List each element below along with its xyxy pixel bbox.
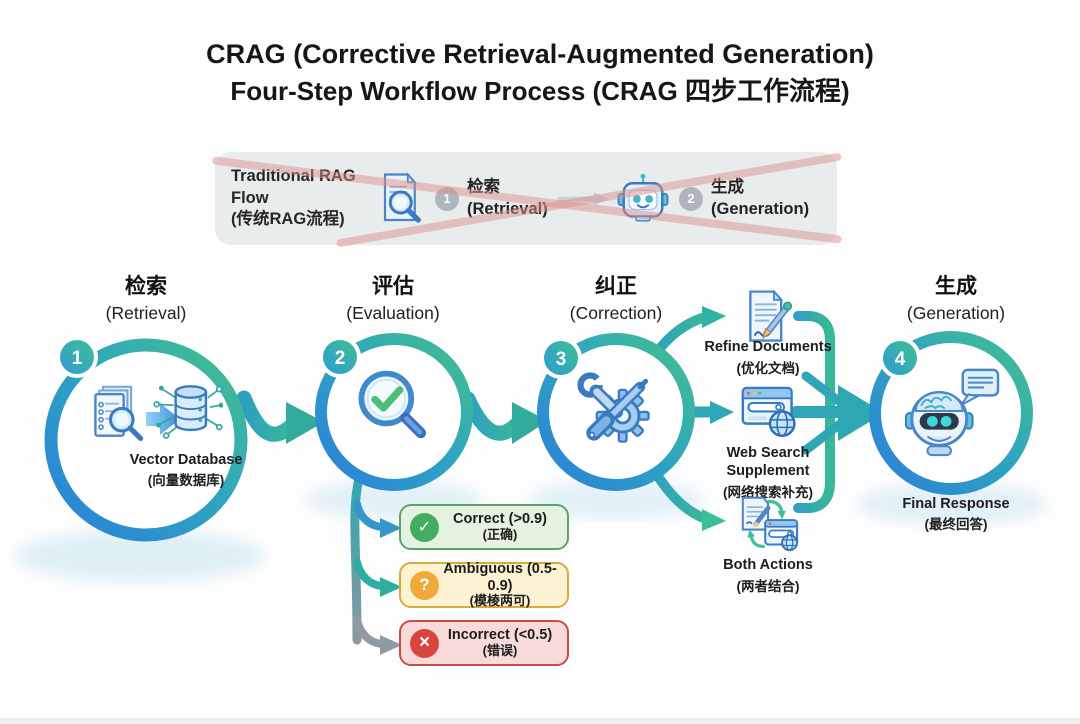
question-circle-icon: ? <box>410 570 439 600</box>
documents-magnifier-icon <box>94 385 144 442</box>
refine-documents-en: Refine Documents <box>704 339 832 355</box>
web-search-en: Web Search Supplement <box>726 445 810 480</box>
both-actions-label: Both Actions (两者结合) <box>708 556 828 595</box>
step1-title-zh: 检索 <box>125 275 167 298</box>
step1-badge: 1 <box>56 336 98 378</box>
page-title: CRAG (Corrective Retrieval-Augmented Gen… <box>0 36 1080 110</box>
outcome-ambiguous-zh: (模棱两可) <box>469 593 531 609</box>
vector-database-caption: Vector Database (向量数据库) <box>130 452 243 489</box>
web-search-icon <box>741 386 796 438</box>
evaluation-magnifier-check-icon <box>358 370 427 439</box>
convergence-lines <box>790 311 884 513</box>
svg-text:2: 2 <box>335 348 346 369</box>
both-actions-zh: (两者结合) <box>736 579 800 595</box>
outcome-ambiguous-text: Ambiguous (0.5-0.9) (模棱两可) <box>439 561 567 609</box>
step4-title-zh: 生成 <box>935 275 977 298</box>
glow <box>528 481 704 519</box>
outcome-correct-zh: (正确) <box>482 526 518 542</box>
step2-badge: 2 <box>319 336 361 378</box>
traditional-rag-banner: Traditional RAG Flow (传统RAG流程) 1 检索 (Ret… <box>211 152 843 248</box>
step2-title-zh: 评估 <box>371 275 414 298</box>
outcome-ambiguous-box: ? Ambiguous (0.5-0.9) (模棱两可) <box>399 561 569 609</box>
correction-tools-icon <box>577 367 650 443</box>
step3-header: 纠正 (Correction) <box>570 270 662 324</box>
outcome-incorrect-zh: (错误) <box>482 642 518 658</box>
evaluation-branch-lines <box>350 473 402 655</box>
vector-database-icon <box>153 385 223 439</box>
refine-documents-icon <box>749 289 793 342</box>
step1-header: 检索 (Retrieval) <box>106 270 187 324</box>
step2-header: 评估 (Evaluation) <box>346 270 439 324</box>
final-response-label-zh: (最终回答) <box>924 517 988 532</box>
generation-robot-icon <box>904 368 1000 457</box>
step4-title-en: (Generation) <box>906 303 1006 323</box>
cross-circle-icon: × <box>410 628 439 658</box>
title-line2: Four-Step Workflow Process (CRAG 四步工作流程) <box>230 76 850 107</box>
outcome-incorrect-en: Incorrect (<0.5) <box>447 627 553 644</box>
refine-documents-label: Refine Documents (优化文档) <box>703 338 833 377</box>
glow <box>858 483 1046 525</box>
refine-documents-zh: (优化文档) <box>736 361 800 377</box>
both-actions-icon <box>741 496 799 552</box>
outcome-correct-text: Correct (>0.9) (正确) <box>439 511 567 543</box>
final-response-caption: Final Response (最终回答) <box>902 496 1009 533</box>
final-response-label-en: Final Response <box>902 496 1010 512</box>
svg-text:4: 4 <box>895 349 906 370</box>
check-circle-icon: ✓ <box>410 512 439 542</box>
title-line1: CRAG (Corrective Retrieval-Augmented Gen… <box>0 36 1080 72</box>
svg-text:1: 1 <box>72 348 83 369</box>
step3-title-zh: 纠正 <box>594 275 637 298</box>
vector-database-label-zh: (向量数据库) <box>147 473 225 488</box>
step2-title-en: (Evaluation) <box>346 303 440 323</box>
arrow-step2-to-step3 <box>460 391 548 444</box>
retrieval-arrow-icon <box>146 403 180 435</box>
step4-badge: 4 <box>879 337 921 379</box>
outcome-incorrect-text: Incorrect (<0.5) (错误) <box>439 627 567 659</box>
both-actions-en: Both Actions <box>723 557 813 573</box>
step4-header: 生成 (Generation) <box>907 270 1005 324</box>
outcome-ambiguous-en: Ambiguous (0.5-0.9) <box>443 560 557 594</box>
glow <box>15 530 265 582</box>
step3-badge: 3 <box>540 337 582 379</box>
vector-database-label-en: Vector Database <box>129 452 243 468</box>
arrow-step1-to-step2 <box>236 390 324 444</box>
outcome-correct-en: Correct (>0.9) <box>453 511 547 528</box>
title-brand: CRAG <box>206 39 286 69</box>
bottom-strip <box>0 718 1080 724</box>
step1-title-en: (Retrieval) <box>105 303 187 323</box>
web-search-label: Web Search Supplement (网络搜索补充) <box>706 444 830 501</box>
outcome-incorrect-box: × Incorrect (<0.5) (错误) <box>399 620 569 666</box>
title-line1-rest: (Corrective Retrieval-Augmented Generati… <box>293 39 874 69</box>
svg-text:3: 3 <box>556 349 567 370</box>
outcome-correct-box: ✓ Correct (>0.9) (正确) <box>399 504 569 550</box>
web-search-zh: (网络搜索补充) <box>723 485 813 501</box>
step3-title-en: (Correction) <box>569 303 663 323</box>
